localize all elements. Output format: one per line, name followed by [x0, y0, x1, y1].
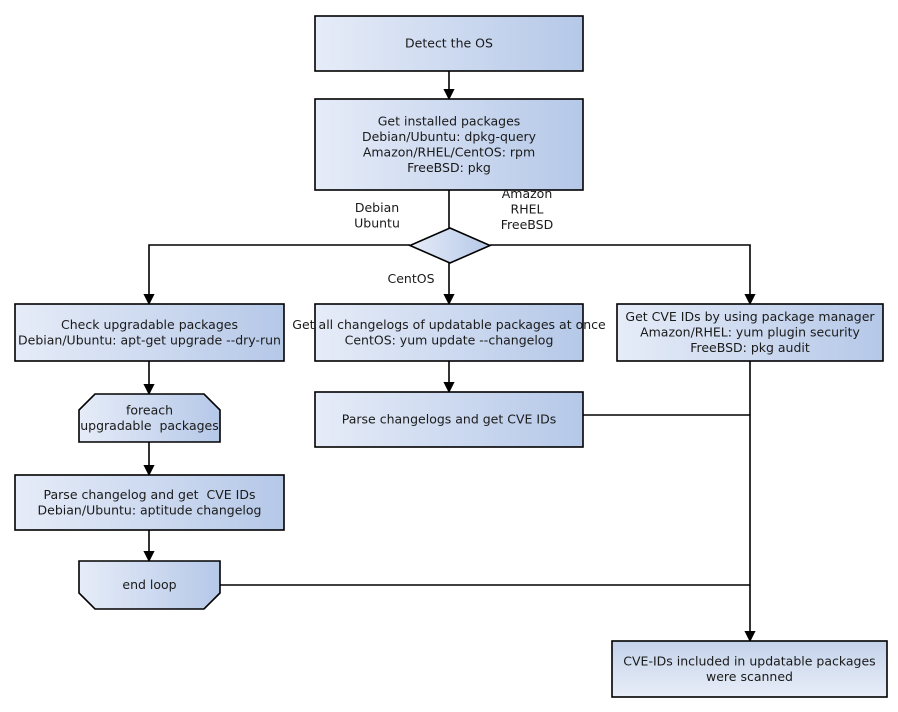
node-shape-loop-end [78, 560, 221, 610]
edges-layer [143, 71, 756, 643]
node-shape-rect [314, 15, 584, 72]
node-shape-rect [14, 474, 285, 531]
node-shape-rect [314, 98, 584, 191]
node-detect-os[interactable]: Detect the OS [314, 15, 584, 72]
node-label-end-loop: end loop [122, 577, 176, 592]
edge-decision-to-check-upgradable [143, 244, 410, 306]
node-shape-diamond [408, 227, 492, 264]
node-os-decision[interactable] [408, 227, 492, 264]
node-shape-rect [616, 303, 884, 362]
node-get-all-changelogs[interactable]: Get all changelogs of updatable packages… [292, 303, 606, 362]
node-label-get-all-changelogs: Get all changelogs of updatable packages… [292, 316, 606, 347]
node-shape-loop-start [78, 393, 221, 443]
node-shape-rect [314, 391, 584, 448]
node-shape-rect [314, 303, 584, 362]
node-shape-rect [14, 303, 285, 362]
edge-decision-to-get-cve-ids [490, 244, 756, 306]
node-shape-rect [611, 640, 888, 698]
edge-label-label-centos: CentOS [387, 271, 434, 286]
node-label-parse-changelogs-cve-ids: Parse changelogs and get CVE IDs [342, 411, 556, 426]
node-parse-changelogs-cve-ids[interactable]: Parse changelogs and get CVE IDs [314, 391, 584, 448]
node-end-loop[interactable]: end loop [78, 560, 221, 610]
node-label-detect-os: Detect the OS [405, 35, 493, 50]
